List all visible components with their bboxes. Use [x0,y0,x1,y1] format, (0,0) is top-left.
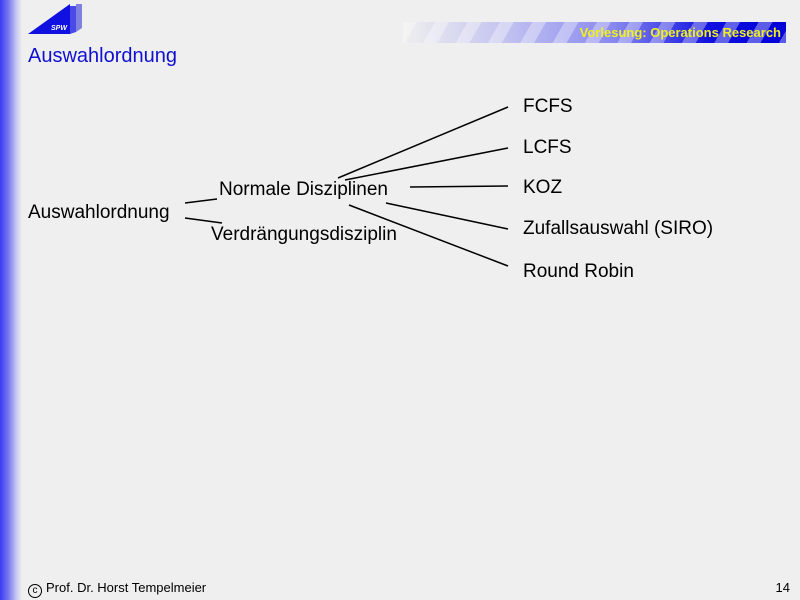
connector-round-robin [348,204,509,267]
connector-lcfs [344,147,509,181]
banner-text: Vorlesung: Operations Research [579,25,781,40]
left-gradient-bar [0,0,22,600]
connector-root-normal [184,198,218,204]
leaf-koz: KOZ [523,177,563,198]
footer-copyright: c Prof. Dr. Horst Tempelmeier [28,580,206,598]
course-banner: Vorlesung: Operations Research [403,22,786,43]
page-number: 14 [775,580,790,595]
leaf-lcfs: LCFS [523,137,572,158]
leaf-round-robin: Round Robin [523,261,634,282]
leaf-fcfs: FCFS [523,96,573,117]
connector-siro [385,202,509,230]
leaf-siro: Zufallsauswahl (SIRO) [523,218,714,239]
spw-logo: SPW [28,4,82,34]
connector-root-verdraengung [184,217,223,224]
page-title: Auswahlordnung [28,45,177,67]
svg-text:SPW: SPW [51,25,68,32]
tree-root: Auswahlordnung [28,202,170,223]
connector-fcfs [337,106,509,179]
connector-koz [409,185,509,188]
copyright-icon: c [28,584,42,598]
author: Prof. Dr. Horst Tempelmeier [46,580,207,595]
branch-verdraengung: Verdrängungsdisziplin [211,224,397,245]
branch-normal: Normale Disziplinen [219,179,388,200]
